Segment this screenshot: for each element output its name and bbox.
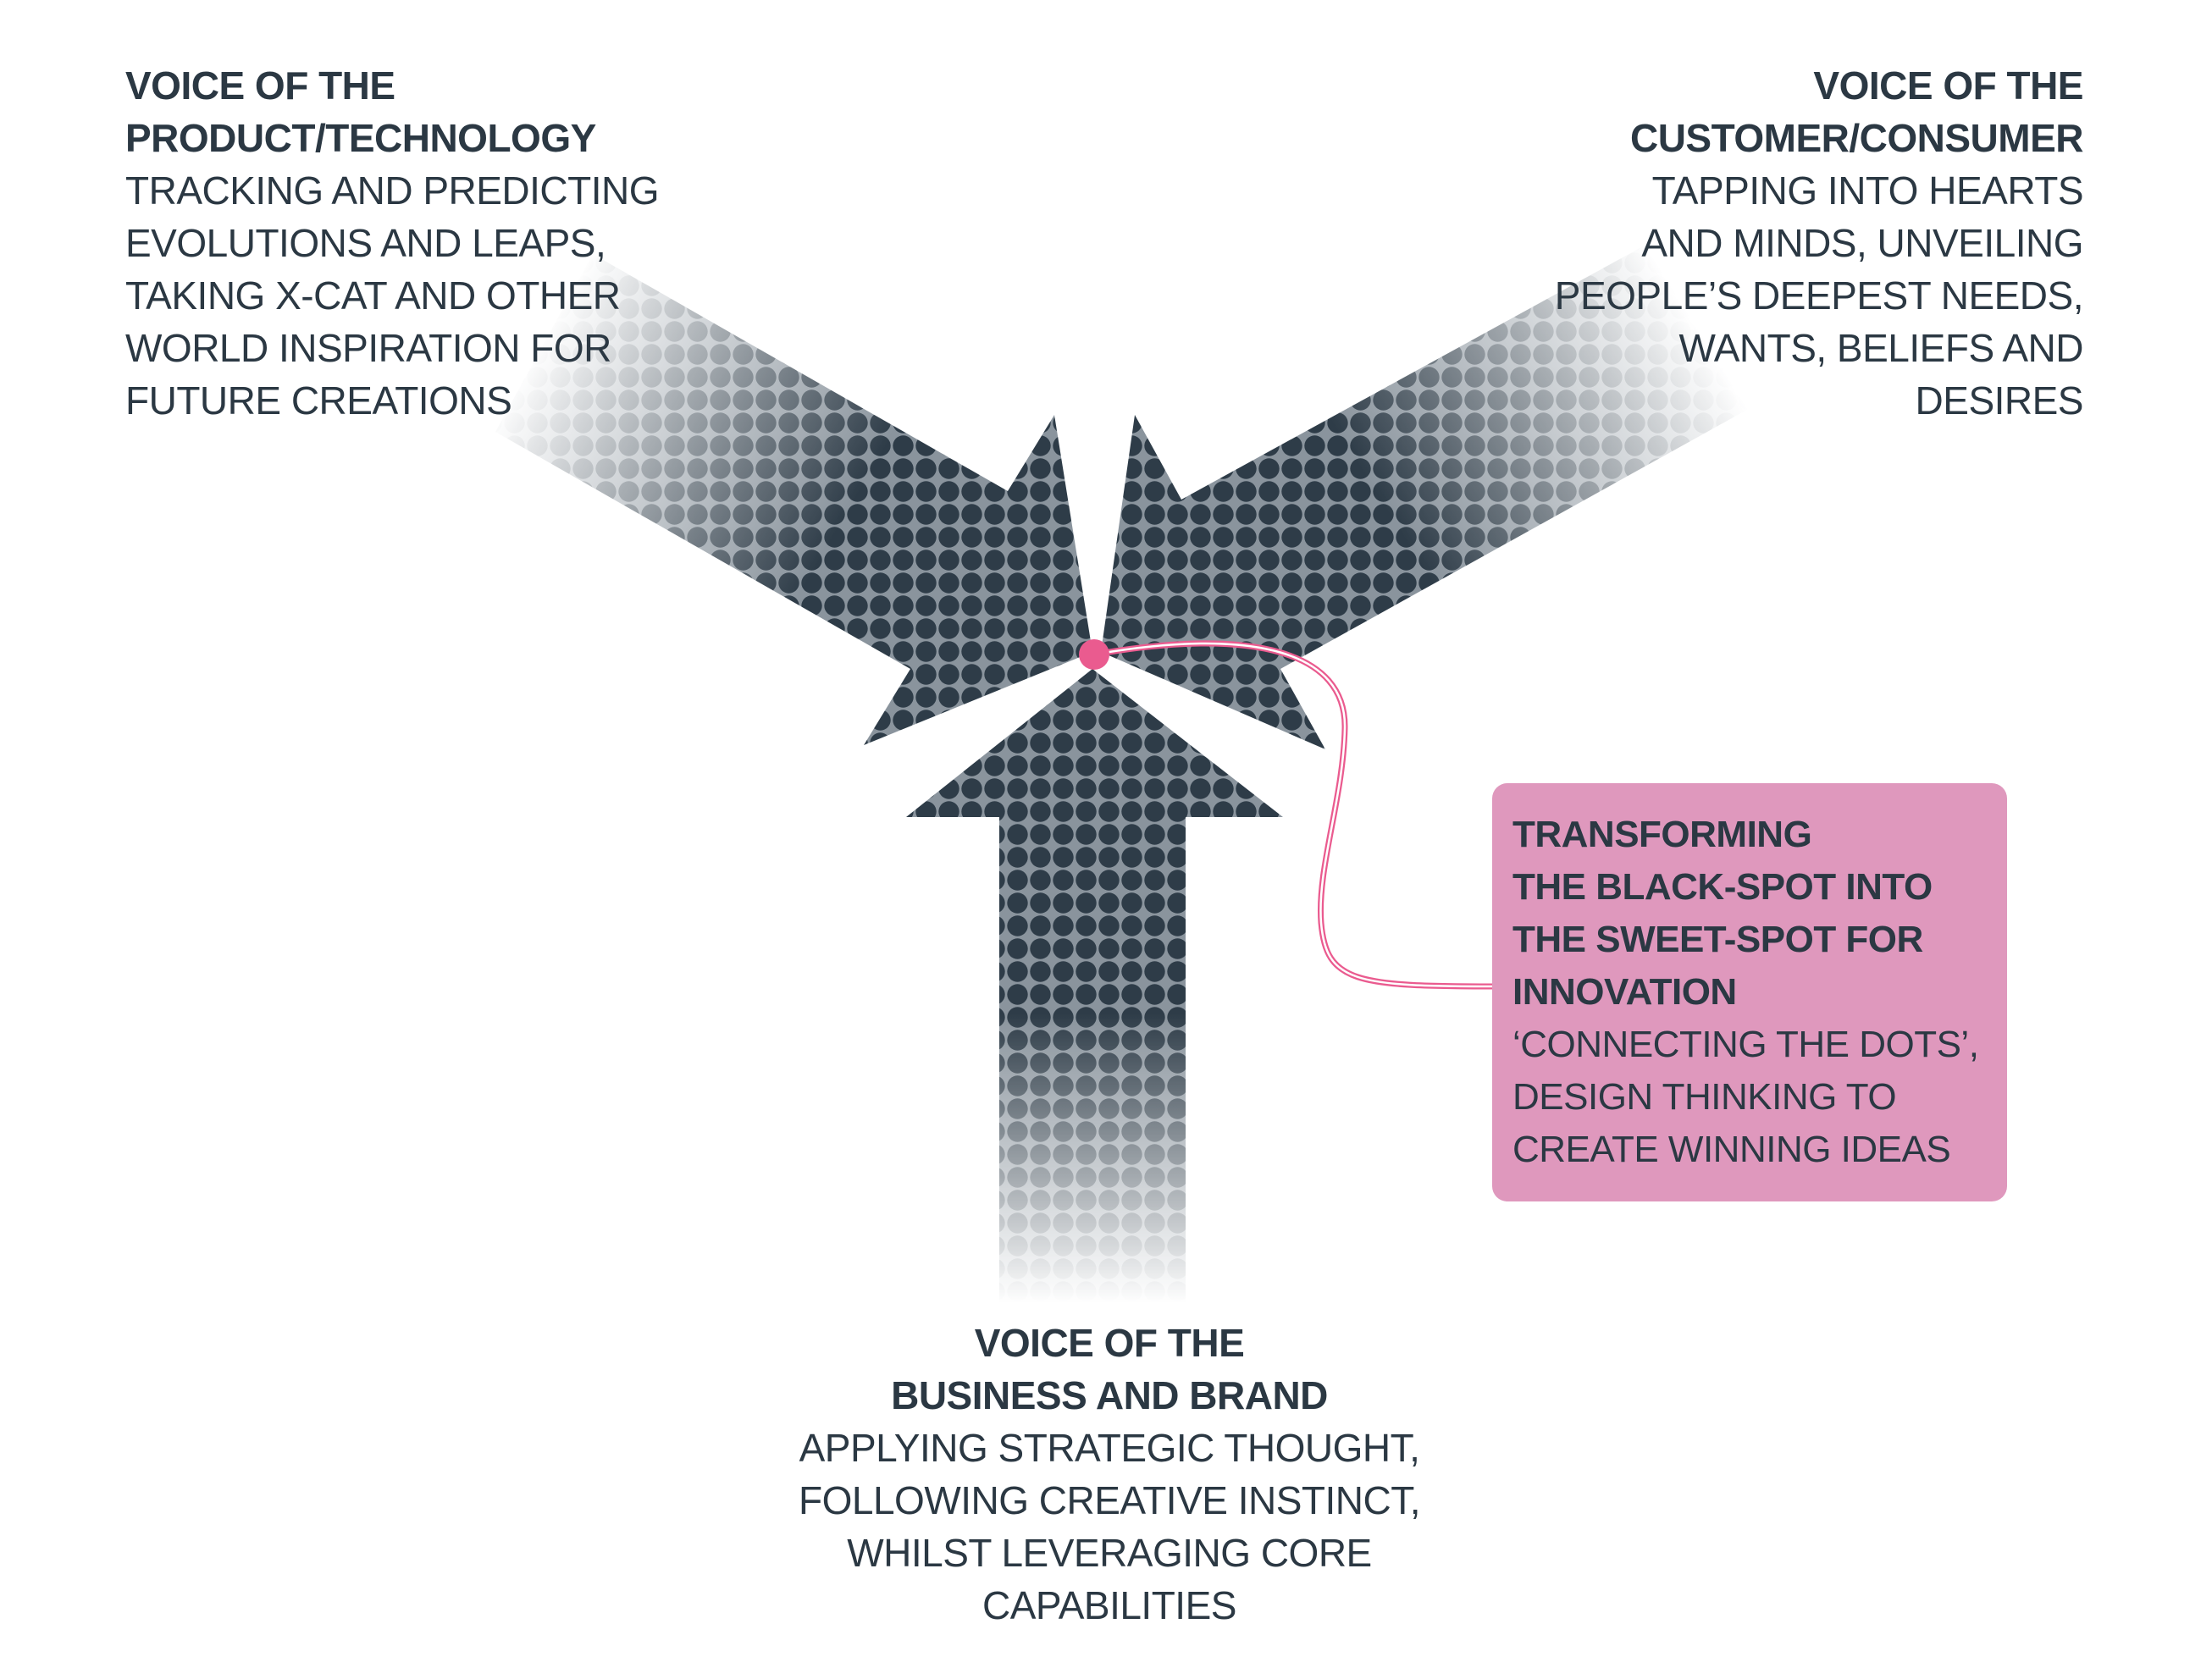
arrow-business-brand — [906, 669, 1283, 1304]
callout-description: ‘CONNECTING THE DOTS’, DESIGN THINKING T… — [1512, 1024, 1979, 1170]
callout-heading: TRANSFORMING THE BLACK-SPOT INTO THE SWE… — [1512, 814, 1933, 1013]
description: APPLYING STRATEGIC THOUGHT, FOLLOWING CR… — [799, 1426, 1421, 1627]
heading-line: VOICE OF THE — [1813, 64, 2083, 108]
voice-product-technology: VOICE OF THE PRODUCT/TECHNOLOGY TRACKING… — [125, 59, 667, 427]
voice-business-brand: VOICE OF THE BUSINESS AND BRAND APPLYING… — [711, 1317, 1507, 1632]
description: TAPPING INTO HEARTS AND MINDS, UNVEILING… — [1554, 168, 2084, 423]
arrow-customer-consumer — [1101, 237, 1753, 749]
heading-line: CUSTOMER/CONSUMER — [1629, 116, 2084, 160]
heading-line: VOICE OF THE — [974, 1321, 1245, 1365]
description: TRACKING AND PREDICTING EVOLUTIONS AND L… — [125, 168, 660, 423]
voice-customer-consumer: VOICE OF THE CUSTOMER/CONSUMER TAPPING I… — [1541, 59, 2084, 427]
sweet-spot-callout: TRANSFORMING THE BLACK-SPOT INTO THE SWE… — [1492, 783, 2007, 1201]
pink-dot-icon — [1079, 639, 1109, 670]
heading-line: VOICE OF THE — [125, 64, 395, 108]
arrow-product-technology — [495, 254, 1092, 745]
heading-line: BUSINESS AND BRAND — [891, 1373, 1328, 1417]
heading-line: PRODUCT/TECHNOLOGY — [125, 116, 596, 160]
